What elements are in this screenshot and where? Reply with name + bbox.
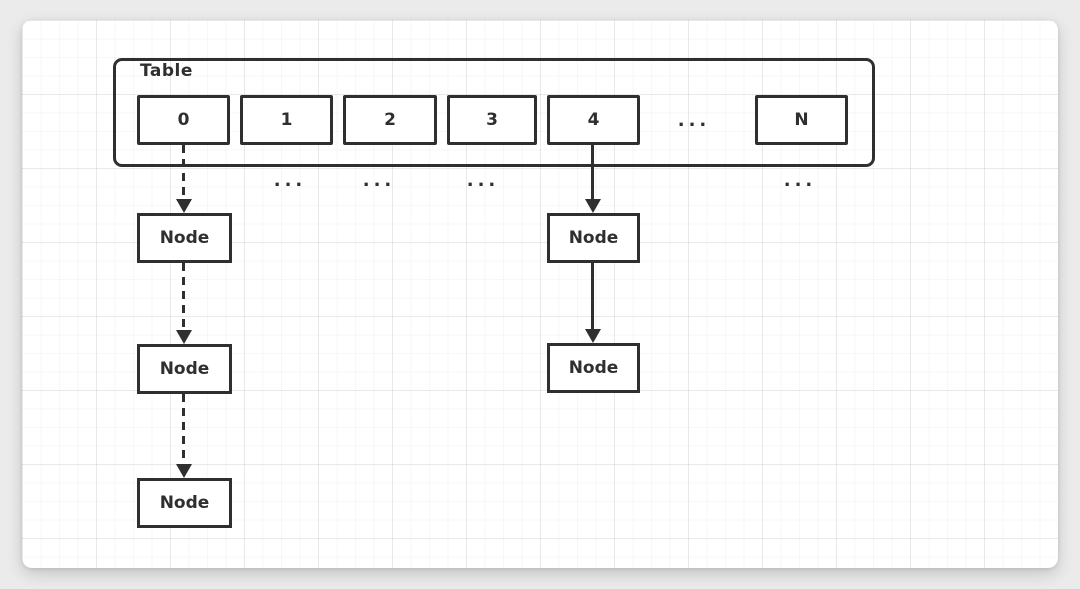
bucket-label-3: 3	[486, 110, 498, 130]
dashed-arrow-line-node1-to-node2	[182, 263, 185, 330]
ellipsis-under-bucket-n: ...	[783, 170, 817, 191]
node-label: Node	[568, 228, 619, 248]
node-box-chain0-3: Node	[137, 478, 232, 528]
diagram-canvas: Table 0 1 2 3 4 ... N ... ... ... ... No…	[22, 20, 1058, 568]
bucket-cell-3: 3	[447, 95, 537, 145]
dashed-arrow-line-node2-to-node3	[182, 394, 185, 464]
solid-arrow-line-bucket4-to-node1	[591, 145, 594, 200]
arrowhead-icon	[585, 199, 601, 213]
bucket-cell-4: 4	[547, 95, 640, 145]
hash-table-title: Table	[140, 61, 193, 81]
node-label: Node	[159, 359, 210, 379]
arrowhead-icon	[176, 464, 192, 478]
dashed-arrow-line-bucket0-to-node1	[182, 145, 185, 200]
bucket-label-2: 2	[384, 110, 396, 130]
arrowhead-icon	[176, 199, 192, 213]
table-ellipsis: ...	[677, 110, 711, 131]
bucket-cell-2: 2	[343, 95, 437, 145]
bucket-cell-N: N	[755, 95, 848, 145]
bucket-cell-0: 0	[137, 95, 230, 145]
hash-table-container	[113, 58, 875, 167]
bucket-label-0: 0	[177, 110, 190, 130]
node-label: Node	[159, 228, 210, 248]
bucket-cell-1: 1	[240, 95, 333, 145]
solid-arrow-line-node1-to-node2	[591, 263, 594, 329]
ellipsis-under-bucket-2: ...	[362, 170, 396, 191]
node-box-chain4-1: Node	[547, 213, 640, 263]
node-box-chain0-2: Node	[137, 344, 232, 394]
node-label: Node	[159, 493, 210, 513]
node-box-chain4-2: Node	[547, 343, 640, 393]
bucket-label-1: 1	[280, 110, 293, 130]
bucket-label-N: N	[794, 110, 809, 130]
arrowhead-icon	[585, 329, 601, 343]
node-box-chain0-1: Node	[137, 213, 232, 263]
ellipsis-under-bucket-3: ...	[466, 170, 500, 191]
arrowhead-icon	[176, 330, 192, 344]
node-label: Node	[568, 358, 619, 378]
bucket-label-4: 4	[587, 110, 600, 130]
ellipsis-under-bucket-1: ...	[273, 170, 307, 191]
